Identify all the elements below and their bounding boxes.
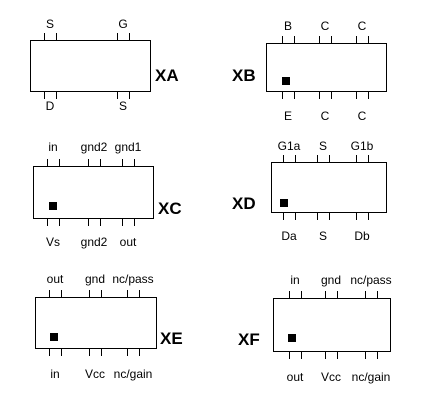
pin-label-bottom-xf-3: nc/gain	[352, 370, 391, 384]
pin-label-bottom-xf-2: Vcc	[321, 370, 341, 384]
pin-label-bottom-xf-1: out	[287, 370, 304, 384]
pin-label-bottom-xc-2: gnd2	[81, 235, 108, 249]
pin-label-top-xd-2: S	[319, 139, 327, 153]
pin1-marker-xc	[49, 202, 57, 210]
pin-label-bottom-xb-3: C	[358, 109, 367, 123]
package-body-xc	[33, 166, 154, 219]
pin1-marker-xb	[282, 77, 290, 85]
pin1-marker-xd	[280, 199, 288, 207]
pin-label-top-xd-1: G1a	[278, 139, 301, 153]
pin-label-top-xf-2: gnd	[321, 273, 341, 287]
pin-label-bottom-xd-2: S	[319, 229, 327, 243]
component-name-xe: XE	[160, 329, 183, 348]
component-name-xf: XF	[238, 330, 260, 349]
pin-label-top-xb-2: C	[321, 19, 330, 33]
component-xf: in gnd nc/pass out Vcc nc/gain XF	[238, 273, 392, 384]
pin-label-top-xb-3: C	[358, 19, 367, 33]
pin-label-bottom-xe-1: in	[50, 367, 59, 381]
component-xb: B C C E C C XB	[232, 19, 387, 123]
pin-label-top-xf-3: nc/pass	[350, 273, 391, 287]
package-body-xf	[273, 298, 391, 352]
package-body-xd	[271, 162, 387, 213]
pin-label-bottom-xa-2: S	[119, 99, 127, 113]
component-name-xa: XA	[155, 66, 179, 85]
pin-label-top-xc-2: gnd2	[81, 140, 108, 154]
pin-label-bottom-xd-3: Db	[354, 229, 370, 243]
pin-label-top-xe-1: out	[47, 272, 64, 286]
pin-label-top-xa-2: G	[118, 17, 127, 31]
pin-label-top-xc-3: gnd1	[115, 140, 142, 154]
component-xa: S G D S XA	[30, 17, 179, 113]
pin-label-top-xa-1: S	[46, 17, 54, 31]
component-name-xc: XC	[158, 199, 182, 218]
pin-label-bottom-xd-1: Da	[281, 229, 297, 243]
pin1-marker-xf	[288, 334, 296, 342]
pin-label-top-xf-1: in	[290, 273, 299, 287]
component-name-xd: XD	[232, 194, 256, 213]
pin-label-bottom-xb-2: C	[321, 109, 330, 123]
pin-label-top-xe-3: nc/pass	[112, 272, 153, 286]
pin-label-bottom-xc-3: out	[120, 235, 137, 249]
pin-label-top-xb-1: B	[284, 19, 292, 33]
pin-label-bottom-xe-2: Vcc	[85, 367, 105, 381]
pin-label-bottom-xa-1: D	[46, 99, 55, 113]
pin-label-top-xc-1: in	[48, 140, 57, 154]
pin-label-top-xe-2: gnd	[85, 272, 105, 286]
pin-label-bottom-xc-1: Vs	[46, 235, 60, 249]
pin-label-bottom-xe-3: nc/gain	[114, 367, 153, 381]
pin1-marker-xe	[50, 333, 58, 341]
pin-label-top-xd-3: G1b	[351, 139, 374, 153]
component-xe: out gnd nc/pass in Vcc nc/gain XE	[35, 272, 183, 381]
component-name-xb: XB	[232, 66, 256, 85]
package-body-xa	[30, 40, 151, 92]
pin-label-bottom-xb-1: E	[284, 109, 292, 123]
